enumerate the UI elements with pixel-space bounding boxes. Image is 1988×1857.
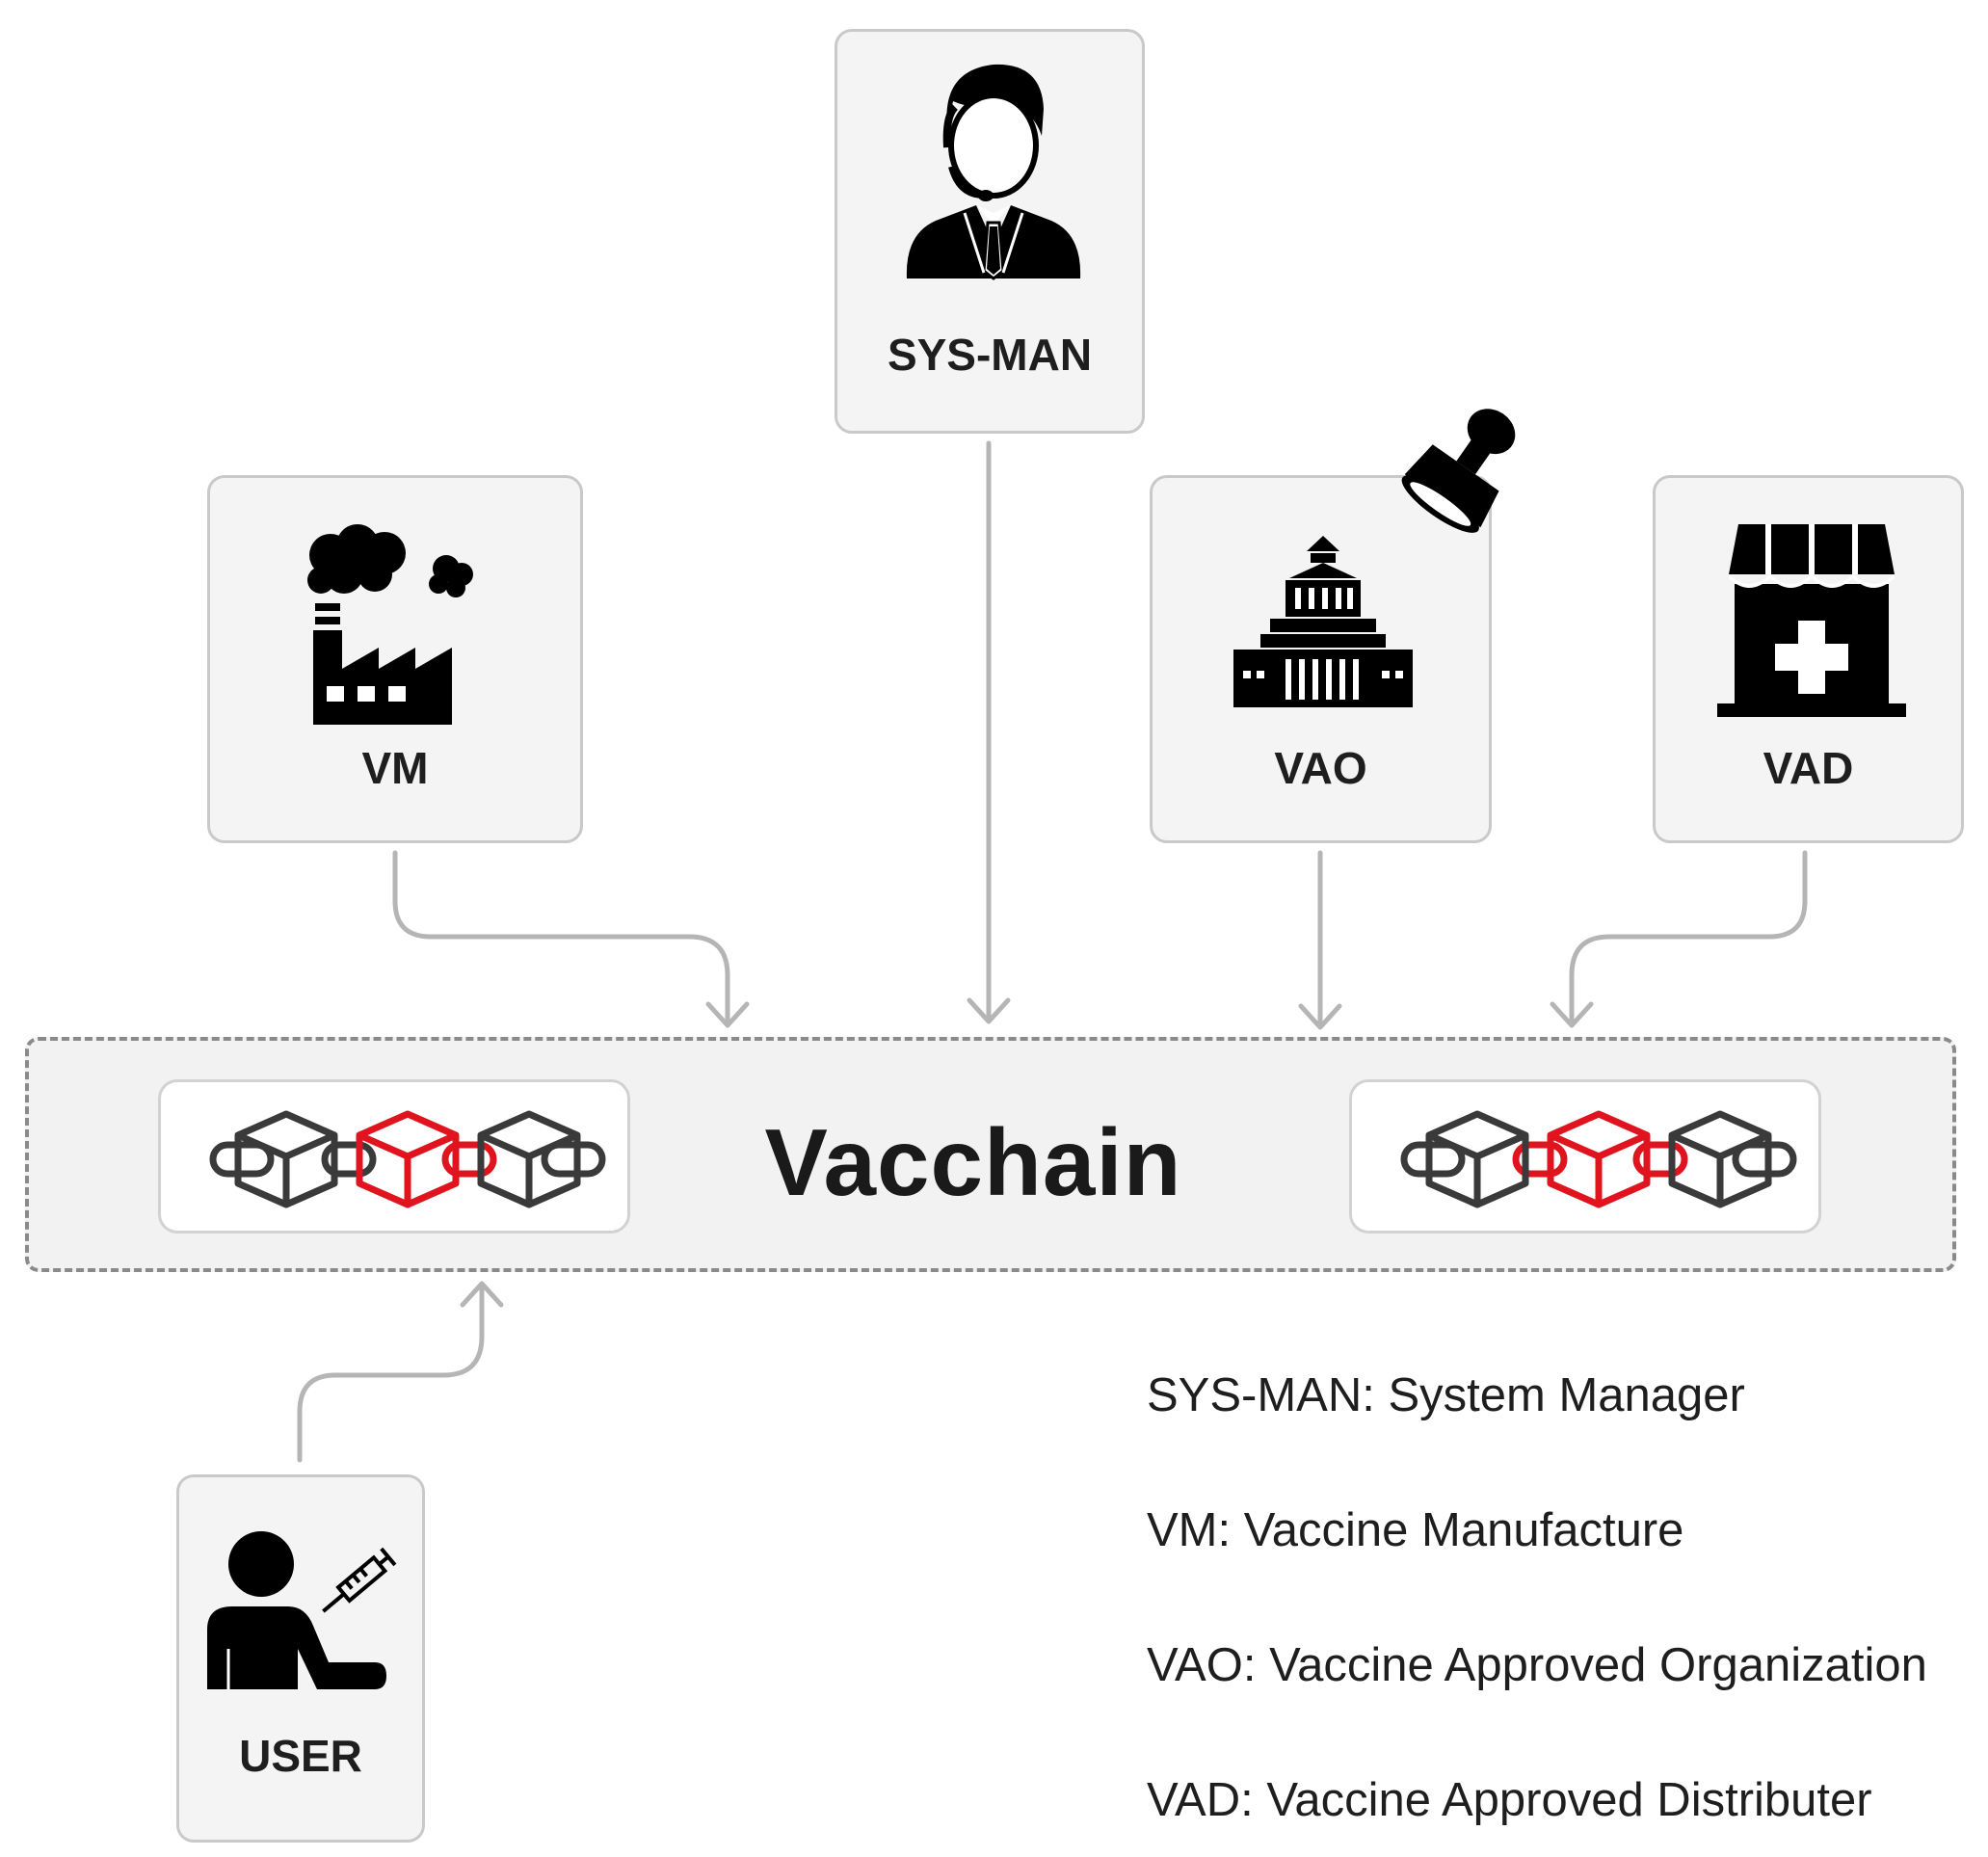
arrow-vm-to-vacchain <box>392 850 730 1026</box>
arrow-vad-to-vacchain <box>1569 850 1808 1026</box>
node-vad: VAD <box>1653 475 1964 843</box>
pharmacy-store-icon <box>1717 524 1906 717</box>
legend-vad: VAD: Vaccine Approved Distributer <box>1147 1774 1872 1826</box>
node-user-label: USER <box>239 1731 362 1781</box>
blockchain-card-left <box>158 1079 630 1234</box>
node-sysman: SYS-MAN <box>835 29 1145 434</box>
arrowhead-vao <box>1298 1003 1342 1030</box>
legend-sysman: SYS-MAN: System Manager <box>1147 1369 1745 1421</box>
arrow-user-to-vacchain <box>297 1284 485 1463</box>
arrowhead-user <box>460 1281 504 1308</box>
node-sysman-label: SYS-MAN <box>887 330 1093 380</box>
node-vm: VM <box>207 475 583 843</box>
rubber-stamp-icon <box>1401 409 1516 533</box>
government-building-icon <box>1233 536 1413 707</box>
arrowhead-vad <box>1550 1001 1594 1028</box>
legend-vm: VM: Vaccine Manufacture <box>1147 1504 1684 1556</box>
node-vm-label: VM <box>361 743 429 793</box>
support-agent-icon <box>906 64 1081 280</box>
vacchain-title: Vacchain <box>764 1109 1182 1215</box>
blockchain-card-right <box>1349 1079 1821 1234</box>
factory-icon <box>307 524 473 725</box>
legend-vao: VAO: Vaccine Approved Organization <box>1147 1639 1927 1691</box>
blockchain-icon <box>1400 1110 1797 1208</box>
node-vao-label: VAO <box>1274 743 1367 793</box>
blockchain-icon <box>209 1110 606 1208</box>
node-vao: VAO <box>1150 475 1492 843</box>
node-vad-label: VAD <box>1763 743 1854 793</box>
vaccinated-person-icon <box>207 1531 397 1689</box>
arrowhead-vm <box>705 1001 750 1028</box>
arrowhead-sysman <box>967 997 1011 1024</box>
node-user: USER <box>176 1474 425 1843</box>
